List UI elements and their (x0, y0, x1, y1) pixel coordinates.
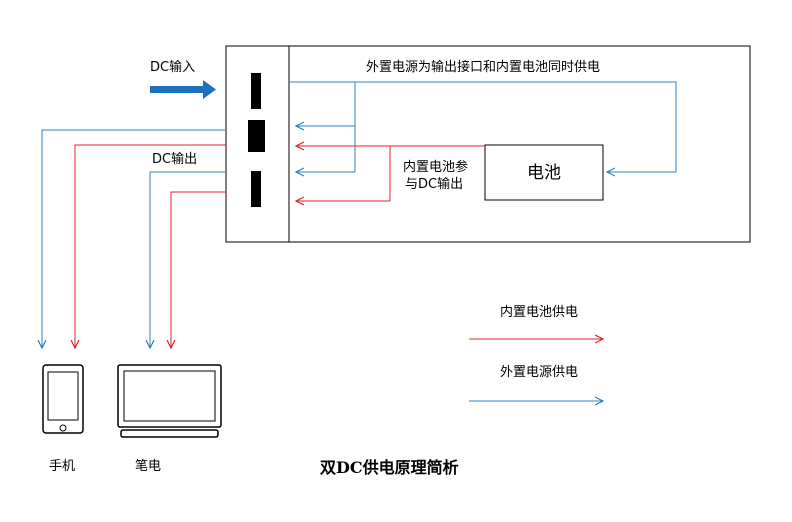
dc-internal-to-laptop (171, 191, 226, 348)
dc-input-port (251, 73, 261, 109)
dc-input-arrow (150, 80, 216, 99)
external-to-battery-line (290, 81, 677, 172)
phone-label: 手机 (49, 459, 75, 474)
laptop-label: 笔电 (135, 458, 161, 474)
usb-output-port (248, 120, 265, 152)
legend-internal-label: 内置电池供电 (500, 304, 578, 320)
battery-label: 电池 (527, 163, 561, 183)
dc-input-label: DC输入 (150, 59, 195, 75)
dc-output-label: DC输出 (152, 151, 197, 167)
laptop-icon (117, 364, 222, 438)
battery-box (484, 144, 604, 201)
legend-external-label: 外置电源供电 (500, 365, 578, 380)
phone-icon (42, 364, 84, 434)
usb-external-to-phone (42, 129, 226, 348)
top-note: 外置电源为输出接口和内置电池同时供电 (366, 59, 600, 75)
device-box (225, 45, 751, 243)
diagram-title: 双DC供电原理简析 (320, 458, 459, 477)
battery-note-line1: 内置电池参 (403, 159, 468, 175)
dc-external-to-laptop (150, 171, 226, 348)
battery-note-line2: 与DC输出 (405, 176, 463, 192)
dc-output-port (251, 171, 261, 207)
usb-internal-to-phone (75, 144, 226, 348)
